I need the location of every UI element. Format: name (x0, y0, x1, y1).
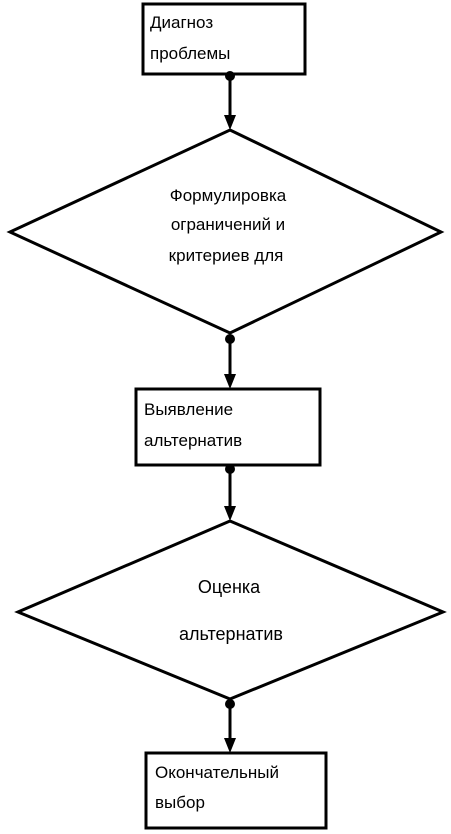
node-diagnosis-line-2: проблемы (150, 44, 230, 63)
node-final-choice: Окончательный выбор (144, 751, 328, 830)
node-evaluation-line-2: альтернатив (179, 624, 283, 644)
edge-evaluation-to-final (224, 699, 236, 753)
node-final-choice-box (144, 751, 328, 830)
node-diagnosis: Диагноз проблемы (141, 2, 307, 76)
node-final-choice-line-1: Окончательный (155, 763, 279, 782)
node-alternatives-line-2: альтернатив (144, 431, 242, 450)
node-criteria-diamond (6, 128, 445, 335)
node-criteria-line-1: Формулировка (170, 186, 287, 205)
node-diagnosis-box (141, 2, 307, 76)
node-evaluation-line-1: Оценка (198, 577, 261, 597)
arrowhead-icon (224, 506, 236, 521)
node-final-choice-line-2: выбор (155, 793, 205, 812)
node-criteria-line-3: критериев для (169, 246, 284, 265)
arrowhead-icon (224, 374, 236, 389)
node-alternatives: Выявление альтернатив (134, 387, 322, 467)
node-alternatives-line-1: Выявление (144, 400, 233, 419)
node-diagnosis-line-1: Диагноз (150, 13, 213, 32)
node-criteria-line-2: ограничений и (171, 215, 285, 234)
node-criteria: Формулировка ограничений и критериев для (6, 128, 445, 335)
edge-alternatives-to-evaluation (224, 464, 236, 521)
node-evaluation: Оценка альтернатив (14, 519, 447, 701)
arrowhead-icon (224, 115, 236, 130)
node-evaluation-diamond (14, 519, 447, 701)
node-alternatives-box (134, 387, 322, 467)
edge-diagnosis-to-criteria (224, 71, 236, 130)
arrowhead-icon (224, 738, 236, 753)
edge-criteria-to-alternatives (224, 334, 236, 389)
